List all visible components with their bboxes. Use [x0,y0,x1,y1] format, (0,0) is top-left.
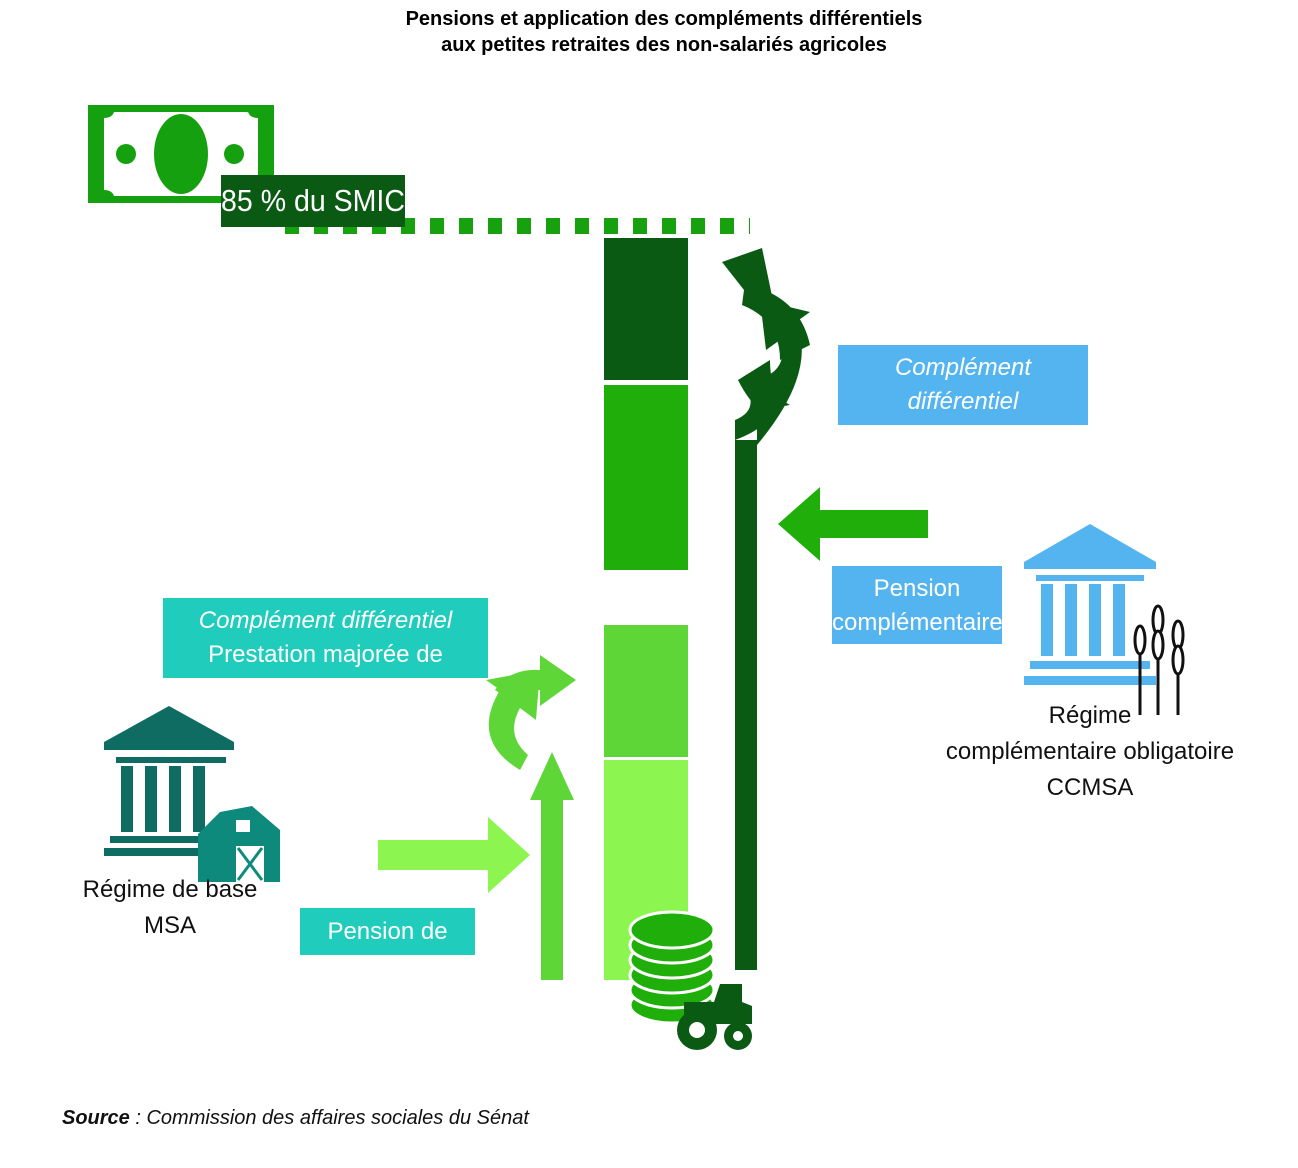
complement-85-arrow [722,248,810,970]
complement-base-box: Complément différentiel Prestation major… [163,598,488,702]
bank-building-icon [1024,524,1156,685]
regime-ccmsa-label: Régime complémentaire obligatoire CCMSA [940,698,1240,806]
regime-ccmsa-line-3: CCMSA [1046,774,1134,801]
complement-85-subtitle: Garantie 85 % [886,422,1040,449]
title-line-1: Pensions et application des compléments … [405,8,923,30]
wheat-icon [1133,604,1185,715]
bank-building-icon [104,706,234,856]
pension-complementaire-arrow [778,487,928,561]
complement-85-box: Complément différentiel Garantie 85 % [838,345,1088,449]
regime-msa-label: Régime de base MSA [80,872,260,944]
complement-base-title: Complément différentiel [198,607,453,634]
regime-ccmsa-line-1: Régime [1048,702,1132,729]
bar-complement-base [604,625,688,757]
coin-stack-icon [628,910,716,1025]
regime-msa-line-1: Régime de base [82,876,258,903]
title-line-2: aux petites retraites des non-salariés a… [441,34,887,56]
pension-complementaire-line-1: Pension [873,575,961,602]
complement-85-title: Complément différentiel [894,354,1032,415]
tractor-icon [677,984,752,1050]
bar-complement-85 [604,238,688,380]
source-text: : Commission des affaires sociales du Sé… [129,1107,529,1129]
complement-base-subtitle: Prestation majorée de référence [208,641,443,702]
bar-pension-complementaire [604,385,688,570]
pension-complementaire-line-2: complémentaire [832,609,1003,636]
regime-ccmsa-line-2: complémentaire obligatoire [945,738,1235,765]
pension-base-arrow [378,817,530,893]
pension-complementaire-box: Pension complémentaire [832,566,1003,644]
source-note: Source : Commission des affaires sociale… [62,1107,529,1130]
smic-label: 85 % du SMIC [221,175,405,227]
complement-base-arrow [486,655,576,980]
pension-bar-stack [604,238,688,980]
source-label: Source [62,1107,130,1129]
barn-icon [198,806,280,882]
regime-msa-line-2: MSA [143,912,196,939]
chart-title: Pensions et application des compléments … [0,6,1298,58]
pension-base-box: Pension de base [300,908,475,992]
